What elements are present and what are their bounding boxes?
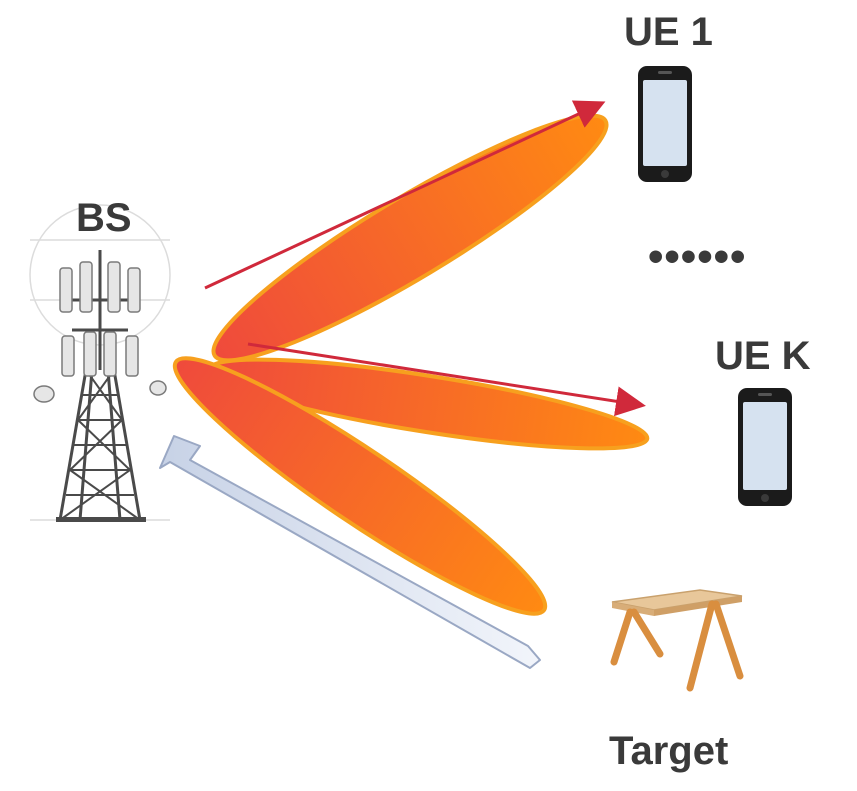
table-icon — [610, 589, 744, 692]
link-arrow-uek — [247, 342, 646, 417]
smartphone-icon — [638, 66, 692, 182]
base-station-label: BS — [76, 196, 132, 240]
uek-label: UE K — [715, 334, 811, 378]
smartphone-icon — [738, 388, 792, 506]
ue1-label: UE 1 — [624, 10, 713, 54]
target-label: Target — [609, 729, 729, 773]
echo-arrow — [159, 435, 541, 669]
link-arrow-ue1 — [204, 100, 606, 290]
beam-to-target — [172, 356, 548, 616]
ellipsis-dots: •••••• — [648, 232, 747, 281]
cell-tower-icon — [29, 204, 171, 522]
